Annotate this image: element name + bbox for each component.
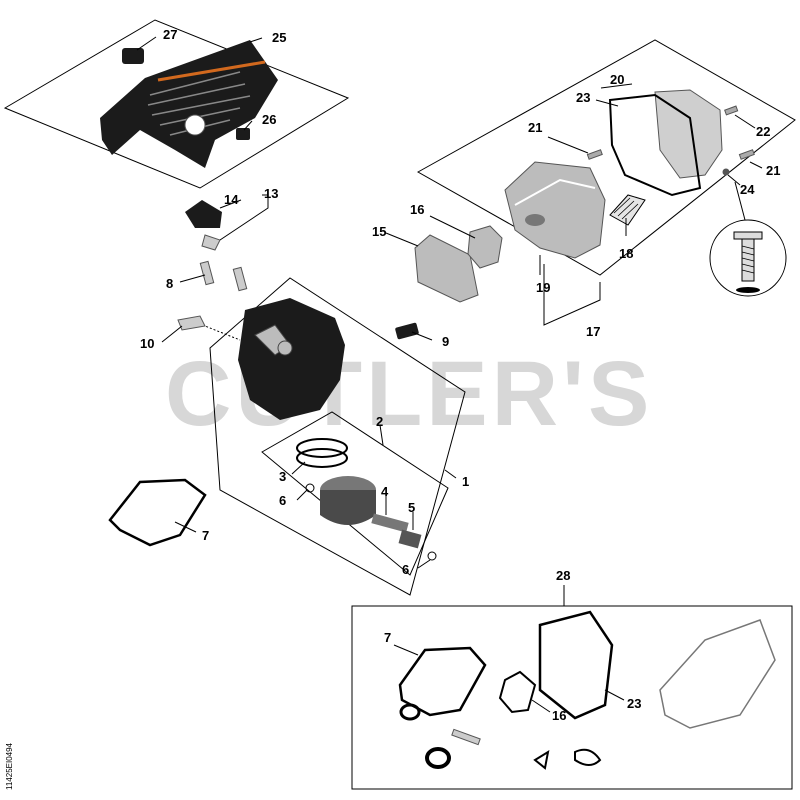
callout-14: 14 [224, 192, 239, 207]
carb-mount-13-14 [185, 200, 222, 251]
callout-25: 25 [272, 30, 286, 45]
callout-4: 4 [381, 484, 389, 499]
callout-10: 10 [140, 336, 154, 351]
gasket-7-set [398, 646, 487, 717]
piston-part [320, 476, 376, 525]
muffler-part [504, 161, 606, 259]
callout-21-top: 21 [528, 120, 542, 135]
spark-screen-18 [609, 194, 646, 226]
callout-28: 28 [556, 568, 570, 583]
base-gasket-7 [108, 478, 207, 547]
detail-circle [709, 219, 787, 297]
callout-5: 5 [408, 500, 415, 515]
gasket-set-box [351, 605, 793, 790]
screws-21-22 [586, 105, 755, 176]
plug-9 [395, 322, 419, 340]
callout-6-upper: 6 [279, 493, 286, 508]
shroud-part [100, 40, 278, 168]
callout-16-set: 16 [552, 708, 566, 723]
seals-and-hardware [399, 703, 602, 770]
drawing-code: 11425EI0494 [5, 742, 14, 790]
callout-9: 9 [442, 334, 449, 349]
callout-17: 17 [586, 324, 600, 339]
muffler-housing-20 [654, 89, 723, 179]
callout-1: 1 [462, 474, 469, 489]
heat-shield-15 [414, 234, 479, 303]
callout-20: 20 [610, 72, 624, 87]
callout-6-lower: 6 [402, 562, 409, 577]
callout-21-right: 21 [766, 163, 780, 178]
cylinder-group-box [209, 277, 466, 596]
shroud-group-box [3, 19, 350, 189]
callout-24: 24 [740, 182, 755, 197]
piston-group-box [261, 411, 449, 576]
callout-16-top: 16 [410, 202, 424, 217]
gasket-16-set [498, 670, 537, 714]
callout-8: 8 [166, 276, 173, 291]
bolts-8 [199, 260, 248, 292]
callout-2: 2 [376, 414, 383, 429]
shroud-clip-27 [122, 48, 144, 64]
piston-pin-4 [371, 513, 409, 533]
grommet-26 [236, 128, 250, 140]
bearing-5 [398, 529, 422, 549]
callout-13: 13 [264, 186, 278, 201]
callout-22: 22 [756, 124, 770, 139]
callout-19: 19 [536, 280, 550, 295]
gasket-16-top [467, 225, 503, 269]
cylinder-part [238, 298, 345, 420]
bolt-detail-icon [733, 231, 763, 293]
callout-7-left: 7 [202, 528, 209, 543]
leader-lines [136, 36, 763, 713]
callout-26: 26 [262, 112, 276, 127]
callout-27: 27 [163, 27, 177, 42]
callout-23-top: 23 [576, 90, 590, 105]
muffler-gasket-23 [608, 93, 702, 197]
gasket-23-set [538, 610, 614, 720]
decompression-valve-10 [177, 315, 206, 331]
callout-18: 18 [619, 246, 633, 261]
callout-23-set: 23 [627, 696, 641, 711]
piston-rings-3 [296, 438, 348, 468]
callout-7-set: 7 [384, 630, 391, 645]
callout-3: 3 [279, 469, 286, 484]
callout-15: 15 [372, 224, 386, 239]
crankcase-gasket-outline [659, 619, 776, 729]
circlips-6 [305, 483, 437, 561]
